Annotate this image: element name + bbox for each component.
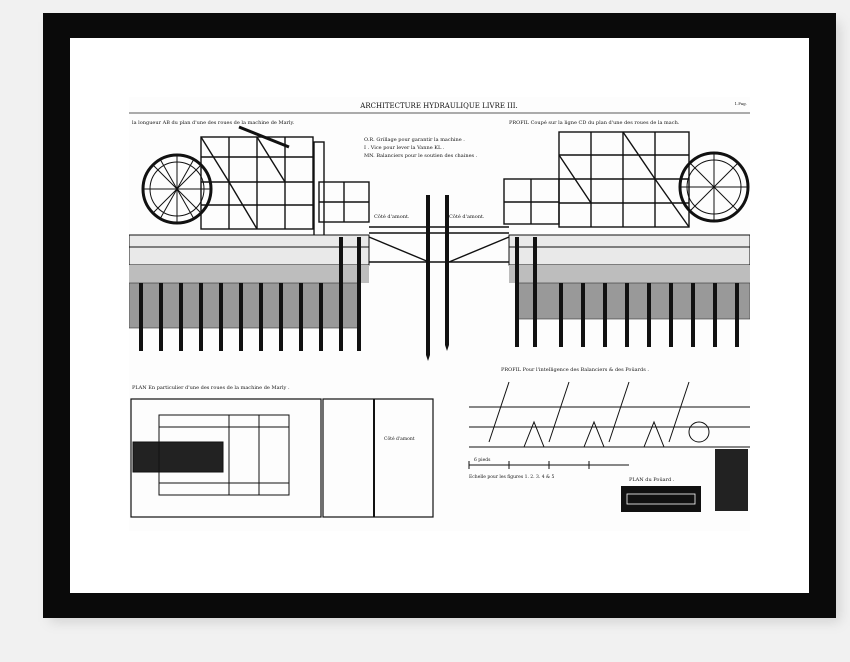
scale-label: Echelle pour les figures 1. 2. 3. 4 & 5: [469, 474, 554, 480]
scale-bar: [468, 461, 629, 469]
right-machinery-frame: [503, 131, 690, 228]
profil-caption: PROFIL Pour l'intelligence des Balancier…: [501, 367, 649, 373]
left-machinery-frame: [200, 125, 370, 238]
engraving-drawing: ARCHITECTURE HYDRAULIQUE LIVRE III. 1.Pa…: [129, 101, 750, 518]
profil-balanciers: [469, 381, 750, 448]
label-amont-left: Côté d'amont.: [374, 213, 410, 220]
scale-unit: 6 pieds: [474, 457, 491, 463]
right-water-wheel: [678, 151, 750, 223]
right-caption: PROFIL Coupé sur la ligne CD du plan d'u…: [509, 119, 680, 126]
central-gate-beams: [368, 226, 510, 263]
legend-line-1: O.R. Grillage pour garantir la machine .: [364, 137, 465, 143]
plate-title: ARCHITECTURE HYDRAULIQUE LIVRE III.: [359, 102, 517, 110]
plan-poisard: [621, 449, 748, 512]
label-amont-right: Côté d'amont.: [449, 213, 485, 220]
legend-line-3: MN. Balanciers pour le soutien des chain…: [364, 153, 478, 159]
plan-side-label: Côté d'amont: [384, 435, 415, 442]
plate-number: 1.Pag.: [734, 101, 747, 106]
plan-caption: PLAN En particulier d'une des roues de l…: [132, 385, 290, 391]
piles-right: [515, 237, 739, 347]
engraving-print: ARCHITECTURE HYDRAULIQUE LIVRE III. 1.Pa…: [129, 97, 750, 531]
plan-of-wheel: [130, 398, 434, 518]
left-caption: la longueur AB du plan d'une des roues d…: [132, 120, 295, 126]
central-posts: [426, 195, 449, 361]
piles-left: [139, 237, 361, 351]
left-water-wheel: [141, 153, 213, 225]
foundation-band: [129, 234, 750, 283]
plan-poisard-caption: PLAN du Poüard .: [629, 477, 675, 483]
legend-line-2: I . Vice pour lever la Vanne KL .: [364, 145, 445, 151]
